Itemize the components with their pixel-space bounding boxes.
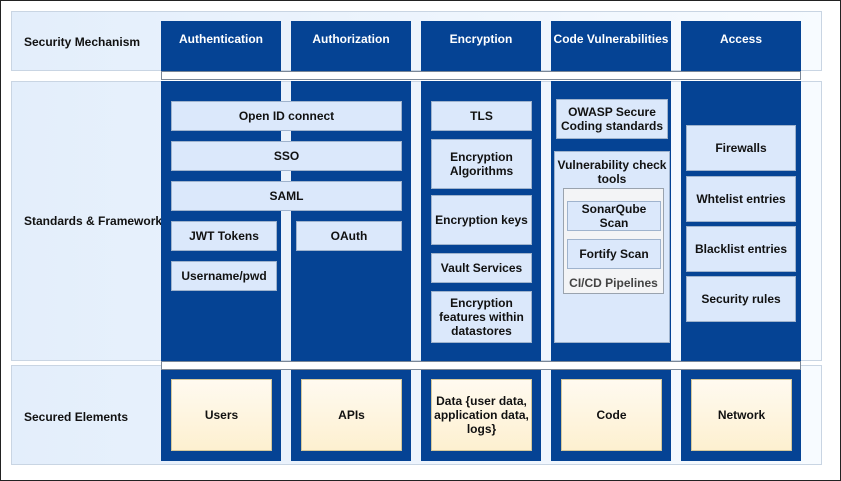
divider-bottom [161,361,801,370]
standard-firewalls: Firewalls [686,125,796,171]
row-label-mechanism: Security Mechanism [24,35,141,49]
cicd-pipelines-label: CI/CD Pipelines [569,276,658,290]
tool-sonarqube-scan: SonarQube Scan [567,201,661,231]
secured-element-code: Code [561,379,662,451]
standard-encryption-algorithms: Encryption Algorithms [431,139,532,189]
column-header-authorization: Authorization [291,21,411,75]
column-header-code-vulnerabilities: Code Vulnerabilities [551,21,671,75]
row-label-elements: Secured Elements [24,410,129,424]
standard-security-rules: Security rules [686,276,796,322]
secured-element-apis: APIs [301,379,402,451]
column-header-encryption: Encryption [421,21,541,75]
divider-top [161,71,801,80]
standard-owasp: OWASP Secure Coding standards [556,99,668,139]
tool-fortify-scan: Fortify Scan [567,239,661,269]
standard-username-pwd: Username/pwd [171,261,277,291]
standard-blacklist-entries: Blacklist entries [686,226,796,272]
standard-open-id-connect: Open ID connect [171,101,402,131]
standard-vault-services: Vault Services [431,253,532,283]
standard-tls: TLS [431,101,532,131]
secured-element-users: Users [171,379,272,451]
standard-saml: SAML [171,181,402,211]
column-header-authentication: Authentication [161,21,281,75]
vulnerability-tools-title: Vulnerability check tools [557,158,667,186]
cicd-pipeline-box: SonarQube Scan Fortify Scan CI/CD Pipeli… [563,188,664,294]
standard-oauth: OAuth [296,221,402,251]
standard-encryption-datastores: Encryption features within datastores [431,291,532,343]
secured-element-network: Network [691,379,792,451]
standard-sso: SSO [171,141,402,171]
standard-whitelist-entries: Whtelist entries [686,176,796,222]
row-label-standards: Standards & Frameworks [24,214,169,228]
secured-element-data: Data {user data, application data, logs} [431,379,532,451]
standard-jwt-tokens: JWT Tokens [171,221,277,251]
vulnerability-tools-panel: Vulnerability check tools SonarQube Scan… [554,151,670,343]
standard-encryption-keys: Encryption keys [431,195,532,245]
column-header-access: Access [681,21,801,75]
